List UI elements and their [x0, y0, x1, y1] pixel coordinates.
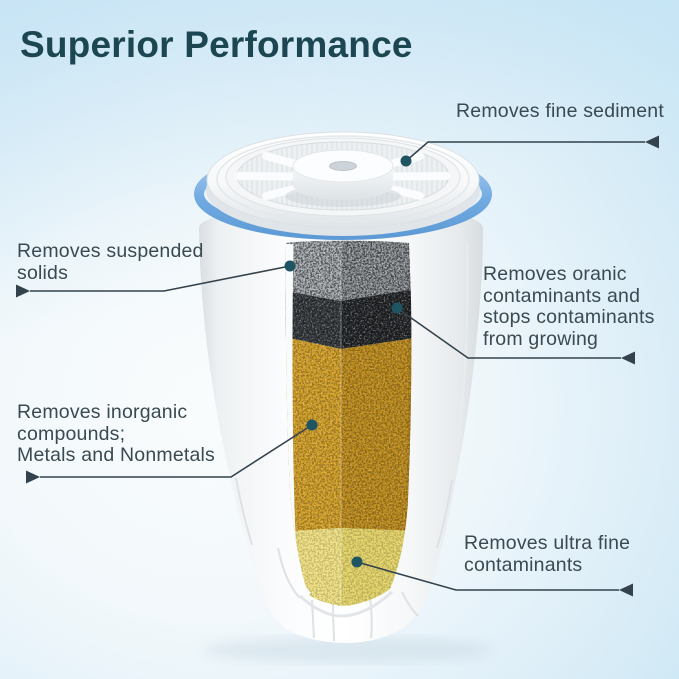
- callout-inorganic-compounds: Removes inorganic compounds; Metals and …: [17, 401, 216, 467]
- leader-line-fine-sediment: [405, 141, 645, 162]
- callout-arrowheads: [16, 135, 659, 597]
- arrowhead-inorganic-icon: [26, 470, 40, 484]
- callout-line: from growing: [483, 327, 599, 350]
- callout-line: contaminants and: [483, 284, 641, 307]
- callout-leaders: [30, 141, 645, 591]
- dot-suspended-solids-icon: [284, 260, 296, 272]
- callout-fine-sediment: Removes fine sediment: [456, 100, 664, 123]
- layer-sediment-gray: [285, 240, 412, 301]
- callout-line: Removes suspended: [17, 240, 204, 262]
- arrowhead-suspended-solids-icon: [16, 284, 30, 298]
- hub-hole: [329, 161, 357, 171]
- callout-organic-contaminants: Removes oranic contaminants and stops co…: [483, 263, 655, 350]
- window-bottom-ridge: [298, 590, 394, 618]
- layer-resin-gold: [285, 336, 412, 532]
- leader-line-inorganic: [40, 424, 313, 478]
- callout-line: Removes oranic: [483, 263, 627, 285]
- callout-line: Removes fine sediment: [456, 100, 664, 122]
- callout-line: stops contaminants: [483, 306, 655, 328]
- ground-shadow: [203, 637, 493, 663]
- dot-ultra-fine-icon: [351, 556, 363, 568]
- leader-line-ultra-fine: [356, 561, 619, 591]
- leader-line-organic: [396, 307, 621, 359]
- filter-lid: [206, 131, 480, 236]
- callout-line: Removes inorganic: [17, 401, 188, 423]
- callout-suspended-solids: Removes suspended solids: [17, 240, 204, 284]
- callout-line: contaminants: [464, 553, 583, 576]
- arrowhead-ultra-fine-icon: [619, 583, 633, 597]
- callout-line: Metals and Nonmetals: [17, 444, 216, 466]
- leader-line-suspended-solids: [30, 265, 291, 292]
- arrowhead-organic-icon: [621, 351, 635, 365]
- cutaway-layers: [285, 240, 412, 606]
- arrowhead-fine-sediment-icon: [645, 135, 659, 149]
- dot-inorganic-icon: [306, 419, 318, 431]
- callout-line: compounds;: [17, 422, 126, 445]
- lid-groove-outer: [216, 135, 470, 223]
- callout-line: Removes ultra fine: [464, 532, 631, 554]
- callout-dots: [284, 155, 412, 568]
- callout-ultra-fine: Removes ultra fine contaminants: [464, 532, 631, 576]
- dot-fine-sediment-icon: [400, 155, 412, 167]
- dot-organic-icon: [391, 302, 403, 314]
- page-title: Superior Performance: [20, 24, 413, 65]
- layer-resin-pale: [285, 528, 412, 606]
- callout-line: solids: [17, 261, 69, 284]
